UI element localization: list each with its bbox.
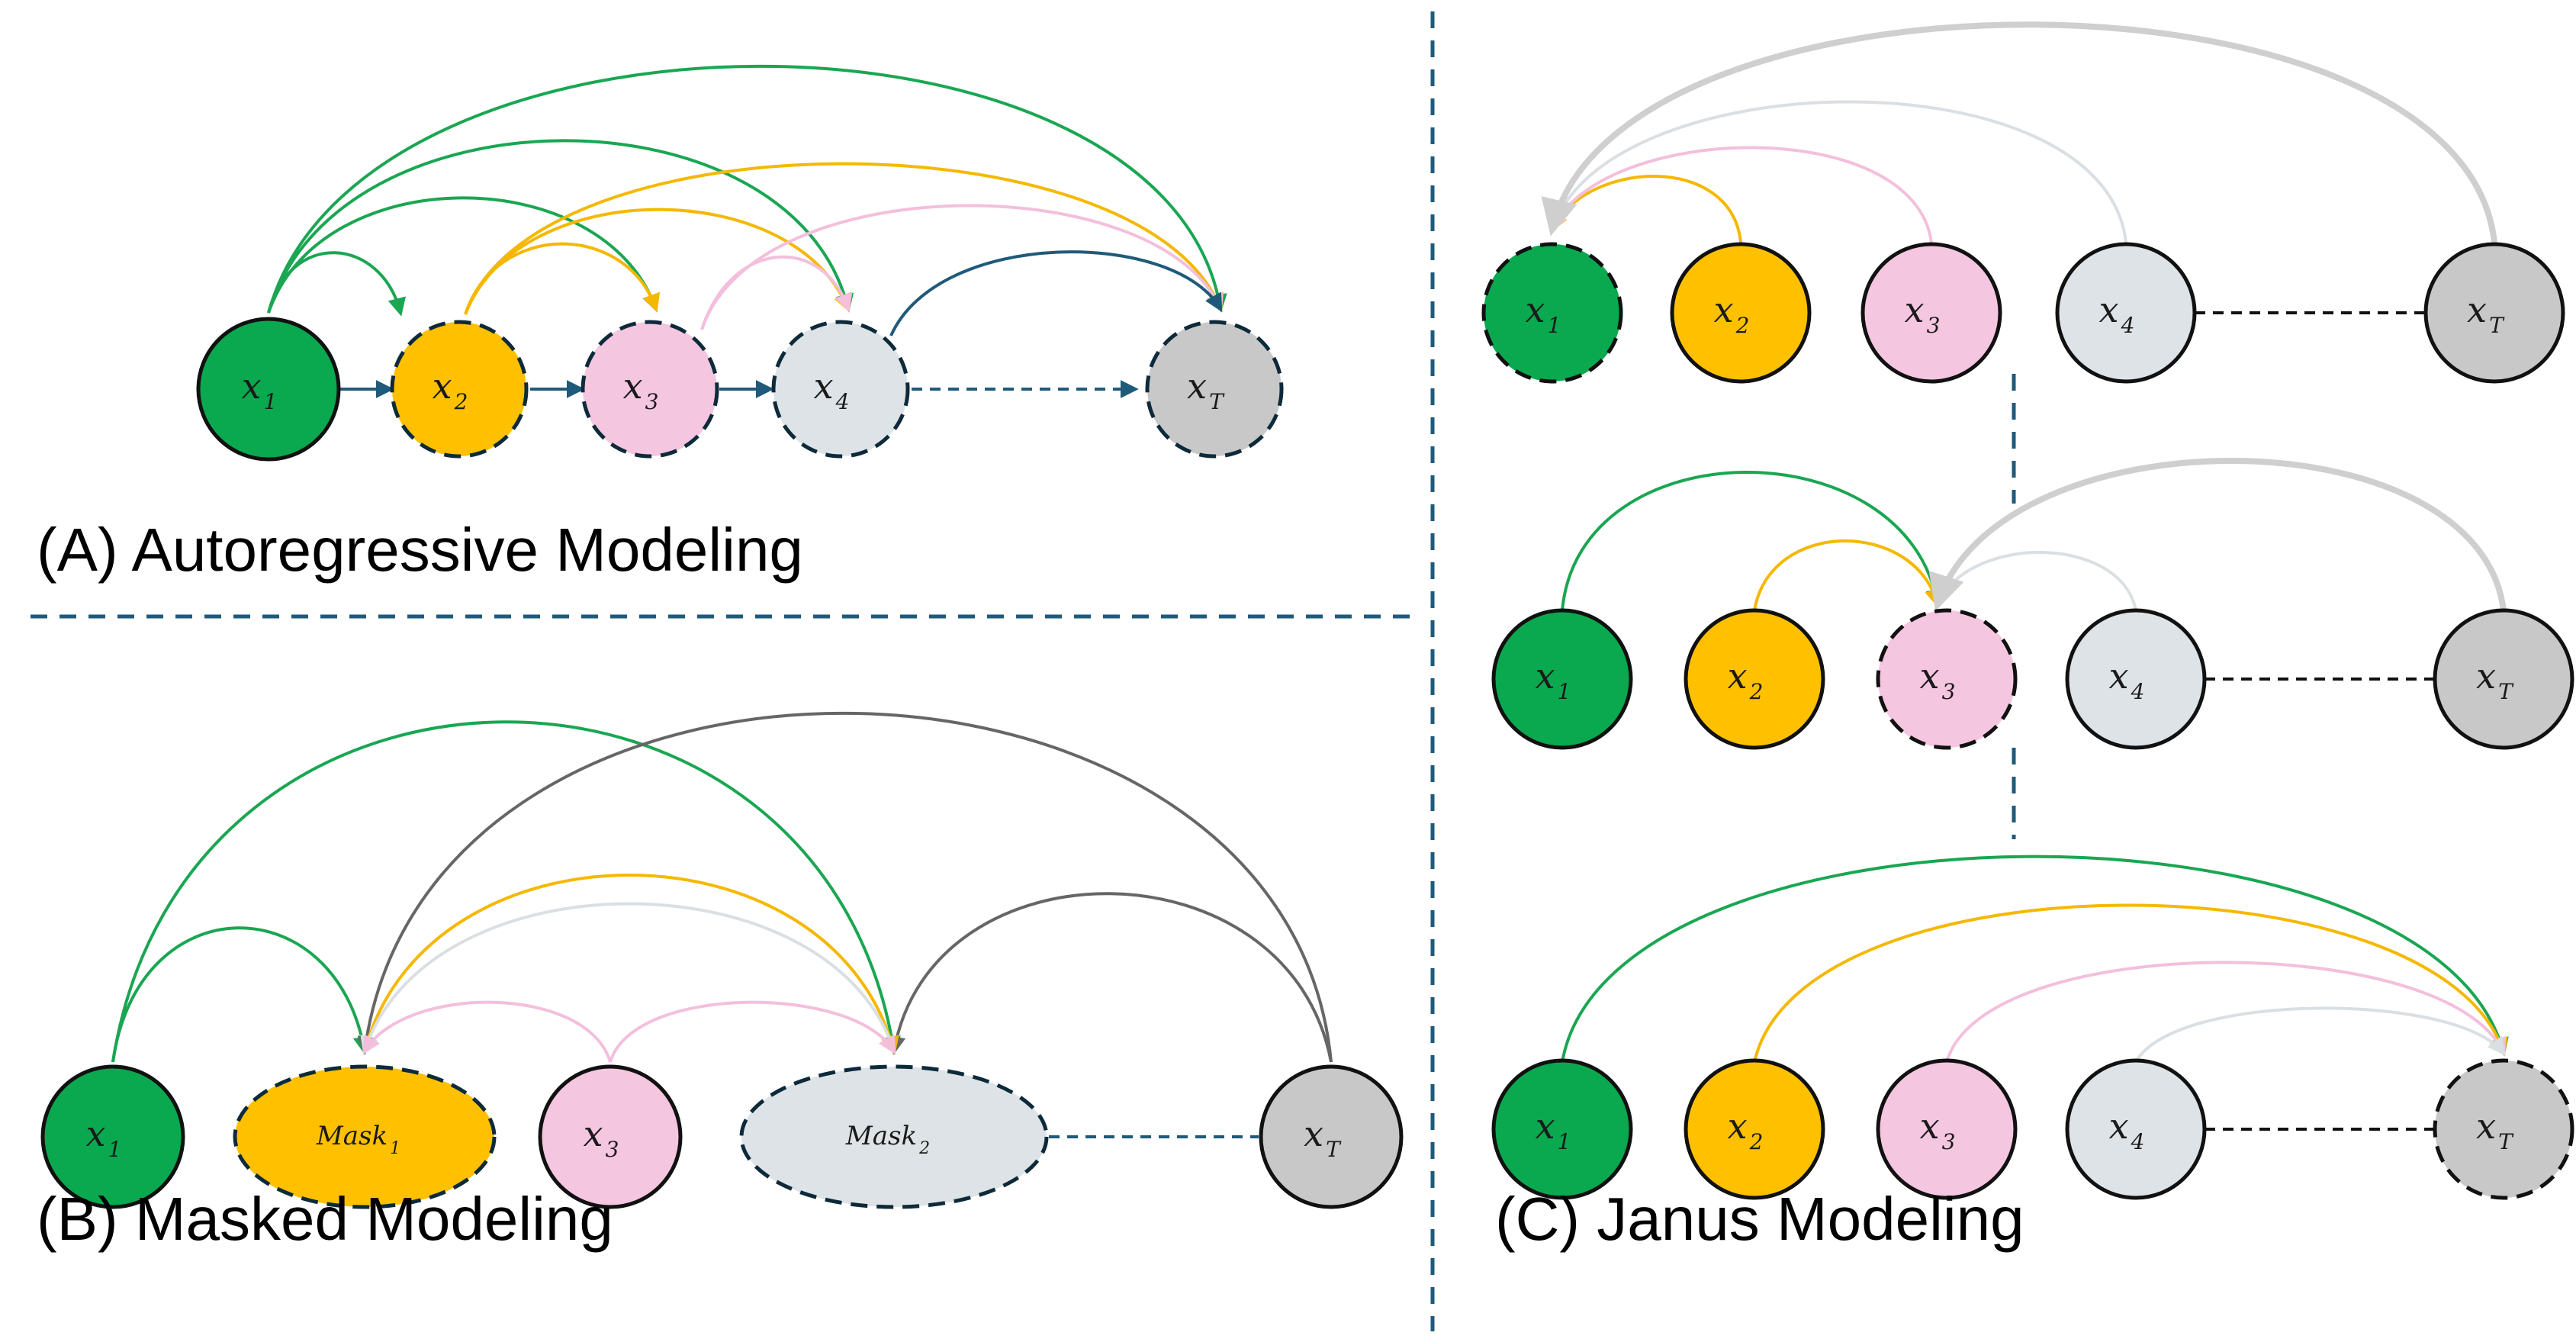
edge-b-x1-mask1 (111, 926, 371, 1063)
svg-text:xT: xT (1187, 365, 1225, 414)
svg-text:x1: x1 (86, 1113, 122, 1162)
edge-b-x1-mask2 (111, 720, 901, 1063)
svg-text:x3: x3 (1920, 1106, 1956, 1154)
svg-text:xT: xT (2476, 655, 2514, 704)
svg-text:x2: x2 (1728, 1106, 1764, 1154)
edge-c3-x4-xT (2134, 1006, 2506, 1063)
svg-text:x2: x2 (1714, 289, 1750, 338)
caption-janus: (C) Janus Modeling (1495, 1185, 2024, 1253)
edge-a-x2-xT (464, 162, 1224, 315)
svg-text:xT: xT (2476, 1106, 2514, 1154)
edge-c3-x3-xT (1945, 961, 2506, 1063)
edge-c1-x4-x1 (1548, 100, 2127, 243)
svg-text:x4: x4 (814, 365, 850, 414)
edge-c2-x2-x3 (1753, 539, 1943, 611)
svg-text:x4: x4 (2109, 1106, 2145, 1154)
svg-text:x3: x3 (1905, 289, 1941, 338)
edge-a-x3-xT (700, 204, 1224, 330)
svg-text:x1: x1 (1526, 289, 1561, 338)
svg-text:x3: x3 (623, 365, 659, 414)
edge-a-x1-x4 (267, 139, 854, 314)
svg-text:x1: x1 (1536, 655, 1571, 704)
edge-b-x3-mask2 (609, 1000, 896, 1063)
svg-text:xT: xT (1304, 1113, 1342, 1162)
svg-text:x1: x1 (1536, 1106, 1571, 1154)
edge-c3-x2-xT (1753, 903, 2508, 1063)
svg-text:x4: x4 (2109, 655, 2145, 704)
edge-a-x1-x3 (267, 196, 660, 314)
edge-c2-x1-x3 (1561, 471, 1944, 611)
edge-a-x2-x3 (464, 242, 660, 315)
svg-text:x2: x2 (1728, 655, 1764, 704)
caption-masked: (B) Masked Modeling (37, 1185, 613, 1253)
edge-c3-x1-xT (1561, 855, 2509, 1063)
svg-text:x4: x4 (2099, 289, 2135, 338)
edge-c1-x3-x1 (1550, 146, 1933, 243)
edge-c1-xT-x1 (1541, 21, 2497, 243)
edge-b-xT-mask2 (887, 892, 1333, 1063)
edge-a-x3-x4 (700, 255, 853, 330)
edge-b-mask1-mask2 (363, 874, 899, 1055)
edge-a-x4-xT (889, 250, 1223, 336)
svg-text:x3: x3 (584, 1113, 619, 1162)
svg-text:x2: x2 (433, 365, 468, 414)
caption-autoregressive: (A) Autoregressive Modeling (37, 516, 803, 584)
edge-a-x2-x4 (464, 208, 851, 315)
svg-text:xT: xT (2467, 289, 2505, 338)
edge-c2-xT-x3 (1928, 458, 2507, 612)
svg-text:x1: x1 (242, 365, 278, 414)
edge-c2-x4-x3 (1934, 551, 2137, 611)
edge-a-x1-xT (267, 64, 1227, 314)
edge-b-xT-mask1 (357, 711, 1333, 1063)
edge-b-x3-mask1 (362, 1000, 612, 1063)
edge-b-mask2-mask1 (360, 902, 896, 1055)
svg-text:x3: x3 (1920, 655, 1956, 704)
